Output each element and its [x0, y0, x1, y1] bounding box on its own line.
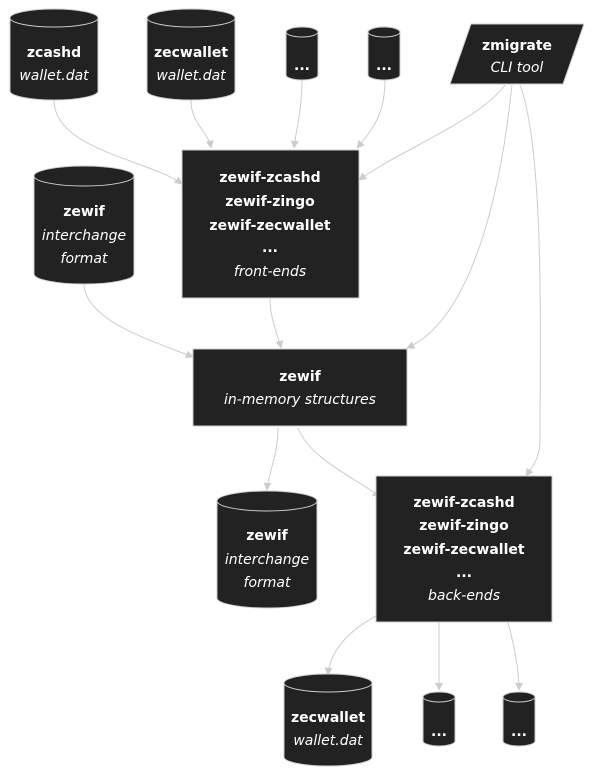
cylinder-rim	[33, 175, 135, 187]
node-label-subtitle-2: format	[61, 251, 108, 267]
box-shape	[181, 149, 360, 299]
node-output-more-1: ...	[422, 691, 456, 747]
node-front-ends: zewif-zcashd zewif-zingo zewif-zecwallet…	[181, 149, 360, 299]
edge-backends-to-zecwallet	[324, 615, 377, 676]
node-label-line-3: zewif-zecwallet	[209, 218, 330, 234]
node-label-subtitle: wallet.dat	[156, 68, 226, 84]
node-label-line-4: ...	[262, 240, 278, 256]
edge-core-to-backends	[297, 427, 381, 498]
edges	[53, 79, 541, 691]
node-label-title: zcashd	[27, 45, 81, 61]
cylinder-rim	[502, 696, 536, 703]
node-label-title: ...	[431, 724, 447, 740]
node-label-subtitle: wallet.dat	[19, 68, 89, 84]
node-zewif-format-in: zewif interchange format	[33, 165, 135, 285]
edge-backends-to-more2	[507, 621, 523, 691]
node-label-subtitle: interchange	[42, 228, 126, 244]
node-label-line-1: zewif-zcashd	[219, 170, 320, 186]
node-label-title: zewif	[279, 369, 321, 385]
node-label-title: ...	[511, 724, 527, 740]
cylinder-shape	[367, 26, 401, 81]
cylinder-shape	[33, 165, 135, 285]
edge-zmigrate-to-backends	[519, 84, 541, 477]
node-label-subtitle: CLI tool	[491, 60, 544, 76]
node-input-more-1: ...	[285, 26, 319, 81]
node-label-title: ...	[294, 58, 310, 74]
box-shape	[375, 475, 553, 623]
node-label-subtitle: wallet.dat	[293, 733, 363, 749]
cylinder-rim	[9, 17, 99, 28]
cylinder-shape	[422, 691, 456, 747]
box-shape	[192, 348, 408, 427]
node-back-ends: zewif-zcashd zewif-zingo zewif-zecwallet…	[375, 475, 553, 623]
node-label-title: zecwallet	[291, 710, 365, 726]
edge-more2-to-frontends	[356, 79, 386, 149]
node-label-subtitle: front-ends	[234, 264, 306, 280]
cylinder-shape	[216, 490, 318, 609]
node-label-title: zewif	[63, 204, 105, 220]
cylinder-rim	[216, 500, 318, 512]
node-zcashd-wallet: zcashd wallet.dat	[9, 8, 99, 101]
node-input-more-2: ...	[367, 26, 401, 81]
node-zewif-format-out: zewif interchange format	[216, 490, 318, 609]
edge-zcashd-to-frontends	[53, 99, 183, 185]
node-label-line-1: zewif-zcashd	[413, 495, 514, 511]
node-label-title: zecwallet	[154, 45, 228, 61]
node-output-more-2: ...	[502, 691, 536, 747]
node-label-line-4: ...	[456, 565, 472, 581]
node-label-line-2: zewif-zingo	[225, 194, 315, 210]
node-label-title: zmigrate	[482, 38, 552, 54]
edge-zmigrate-to-core	[406, 84, 513, 349]
node-label-line-2: zewif-zingo	[419, 518, 509, 534]
node-label-line-3: zewif-zecwallet	[403, 542, 524, 558]
cylinder-shape	[9, 8, 99, 101]
cylinder-shape	[283, 673, 373, 767]
node-label-subtitle: in-memory structures	[224, 392, 376, 408]
edge-more1-to-frontends	[290, 79, 303, 149]
cylinder-rim	[285, 31, 319, 38]
node-zewif-core: zewif in-memory structures	[192, 348, 408, 427]
cylinder-shape	[502, 691, 536, 747]
cylinder-rim	[146, 17, 236, 28]
node-label-title: ...	[376, 58, 392, 74]
cylinder-shape	[146, 8, 236, 101]
edge-core-to-format-out	[263, 427, 279, 491]
node-zmigrate: zmigrate CLI tool	[449, 23, 585, 85]
edge-zecwallet-to-frontends	[190, 99, 214, 149]
node-zecwallet-wallet: zecwallet wallet.dat	[146, 8, 236, 101]
cylinder-rim	[283, 682, 373, 693]
node-label-subtitle-2: format	[244, 575, 291, 591]
cylinder-rim	[367, 31, 401, 38]
node-zecwallet-out: zecwallet wallet.dat	[283, 673, 373, 767]
edge-zmigrate-to-frontends	[358, 84, 506, 181]
edge-format-in-to-core	[83, 282, 194, 359]
node-label-subtitle: back-ends	[428, 588, 500, 604]
parallelogram-shape	[449, 23, 585, 85]
node-label-subtitle: interchange	[225, 552, 309, 568]
node-label-title: zewif	[246, 528, 288, 544]
edge-frontends-to-core	[269, 297, 284, 349]
cylinder-rim	[422, 696, 456, 703]
cylinder-shape	[285, 26, 319, 81]
